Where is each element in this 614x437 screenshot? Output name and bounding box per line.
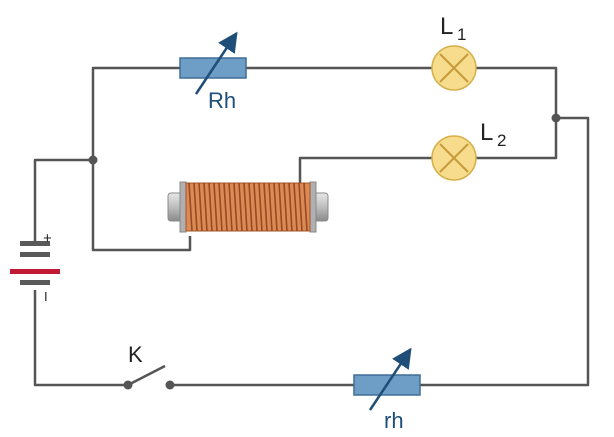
wire-battery-top [33,158,93,241]
rheostat-rh: Rh [179,31,247,113]
rheostat-arrow [194,31,238,95]
coil-turn [218,182,223,232]
battery-minus-label: I [44,289,48,304]
coil-turn [198,182,203,232]
junction-left [88,155,98,165]
wire-top-branch [91,66,180,160]
rheostat-rh-lower: rh [353,347,421,433]
rheostat-arrow [368,347,412,411]
coil-turn [263,182,268,232]
wire-battery-bottom [33,290,128,387]
wire-l1-to-right [476,66,558,118]
coil-turn [288,182,293,232]
battery: + I [10,230,60,304]
wire-l2-to-coil [298,156,432,183]
wire-coil-to-left [91,160,192,252]
rheostat-rh-label: Rh [208,88,236,113]
battery-plate-3 [20,280,50,285]
battery-plate-2 [20,252,50,257]
solenoid-coil [167,181,329,233]
coil-turn [203,182,208,232]
coil-turn [193,182,198,232]
coil-turn [188,182,193,232]
open-switch-icon [127,364,166,387]
coil-turn [268,182,273,232]
coil-turn [253,182,258,232]
battery-plate-1 [20,241,50,246]
coil-turn [223,182,228,232]
coil-turn [273,182,278,232]
lamp1-subscript: 1 [457,25,466,44]
coil-turn [238,182,243,232]
coil-turn [233,182,238,232]
coil-turn [258,182,263,232]
lamp2-subscript: 2 [497,131,506,150]
coil-turn [243,182,248,232]
coil-turn [208,182,213,232]
lamp-l1: L 1 [431,13,477,91]
wire-rh-to-right [420,116,590,387]
lamp2-letter: L [480,119,493,146]
coil-turn [298,182,303,232]
coil-turn [283,182,288,232]
coil-turn [293,182,298,232]
coil-turn [303,182,308,232]
wire-right-to-l2 [476,118,558,160]
coil-turn [228,182,233,232]
switch-k: K [123,342,175,390]
junction-right [551,113,561,123]
coil-turn [248,182,253,232]
battery-plus-label: + [43,230,52,247]
switch-label: K [128,342,143,367]
lamp1-letter: L [440,13,453,40]
coil-turn [278,182,283,232]
coil-turn [213,182,218,232]
lamp-l2: L 2 [431,119,506,181]
battery-plate-neg [10,269,60,274]
wires [33,66,590,387]
switch-contact-right [165,380,175,390]
rheostat-rh-lower-label: rh [384,408,404,433]
